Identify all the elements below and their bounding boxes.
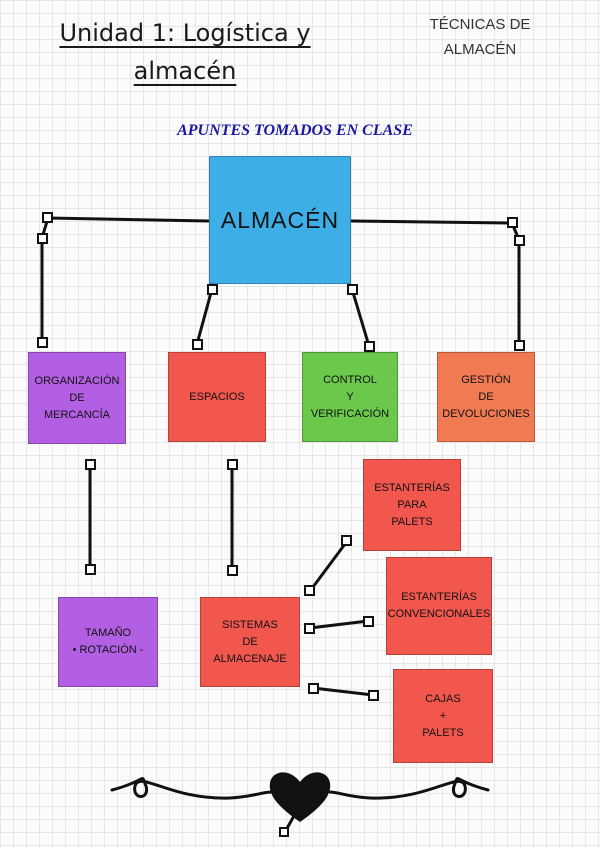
swirl-left: [112, 778, 272, 798]
heart-icon: [270, 772, 330, 822]
swirl-right: [330, 778, 488, 798]
connector-node: [280, 828, 288, 836]
